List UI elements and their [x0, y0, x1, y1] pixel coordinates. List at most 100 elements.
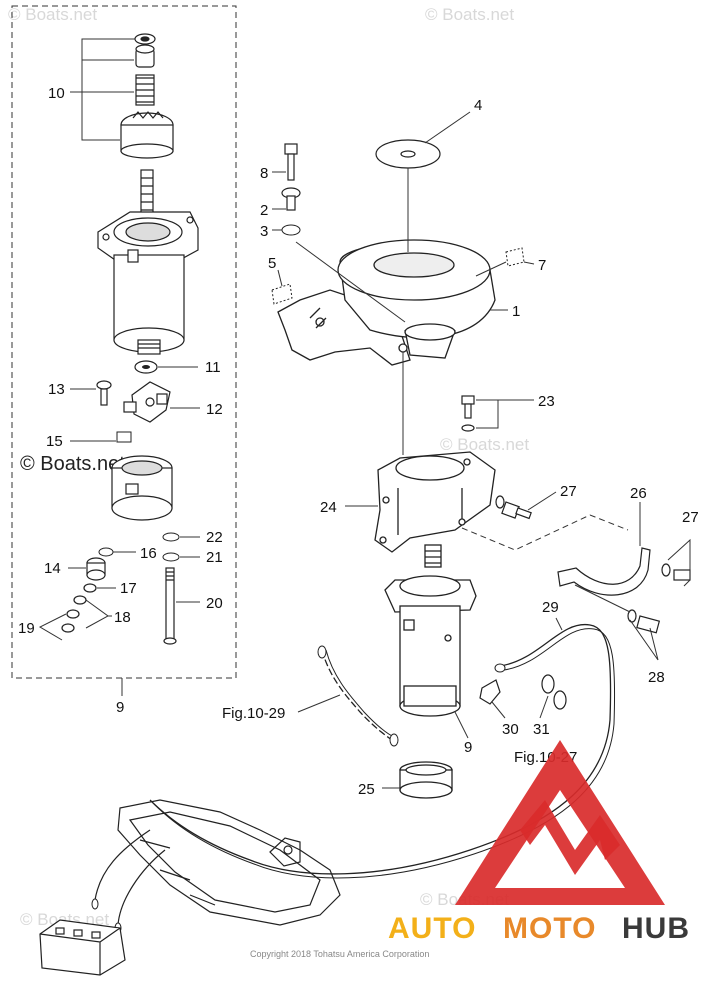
- leader-27-lower: [667, 538, 691, 587]
- leader-7: [475, 261, 507, 277]
- callout-11: 11: [205, 359, 221, 376]
- callout-20: 20: [206, 595, 223, 612]
- callout-4: 4: [474, 97, 482, 114]
- watermark-text: © Boats.net: [425, 5, 514, 24]
- axis-band-bolt: [574, 584, 631, 613]
- ground-wire: [321, 649, 393, 741]
- leader-27-upper: [527, 491, 557, 511]
- logo-text-auto: AUTO: [388, 912, 476, 945]
- callout-15: 15: [46, 433, 63, 450]
- battery: [39, 919, 126, 976]
- axis-3: [295, 241, 406, 323]
- callout-24: 24: [320, 499, 337, 516]
- callout-30: 30: [502, 721, 519, 738]
- leader-29: [555, 617, 563, 631]
- logo-text-hub: HUB: [622, 912, 690, 945]
- callout-31: 31: [533, 721, 550, 738]
- callout-3: 3: [260, 223, 268, 240]
- watermark-text: © Boats.net: [440, 435, 529, 454]
- battery-lead-1: [94, 829, 151, 901]
- washer-11-hole: [142, 365, 150, 369]
- leader-fig-10-29: [297, 694, 341, 713]
- callout-13: 13: [48, 381, 65, 398]
- bolt-27-upper: [495, 495, 532, 520]
- engine-frame: [117, 799, 341, 926]
- callout-10: 10: [48, 85, 65, 102]
- battery-lead-2: [117, 849, 166, 926]
- bolt-28: [627, 609, 661, 634]
- terminals-31: [541, 674, 567, 710]
- leader-30: [491, 701, 506, 719]
- callout-16: 16: [140, 545, 157, 562]
- callout-27-lower: 27: [682, 509, 699, 526]
- callout-17: 17: [120, 580, 137, 597]
- ring-terminal: [494, 663, 506, 673]
- automotohub-logo: AUTO MOTO HUB: [388, 740, 690, 945]
- collar-3: [281, 224, 301, 236]
- callout-25: 25: [358, 781, 375, 798]
- nuts-17-18-19: [61, 583, 97, 633]
- leader-7b: [523, 261, 535, 265]
- leader-19: [38, 613, 67, 641]
- callout-8: 8: [260, 165, 268, 182]
- bolt-23: [461, 395, 475, 432]
- callout-26: 26: [630, 485, 647, 502]
- logo-triangle-icon: [455, 740, 665, 905]
- ring-terminal: [91, 898, 99, 910]
- through-bolt-20: [163, 567, 177, 645]
- flywheel-cover-1: [277, 239, 496, 366]
- starter-band-26: [557, 547, 651, 596]
- brush-holder-12: [123, 381, 171, 423]
- logo-text-moto: MOTO: [503, 912, 596, 945]
- washer-16: [98, 547, 114, 557]
- grommet-14: [86, 557, 106, 581]
- bolt-8: [284, 143, 298, 181]
- callout-23: 23: [538, 393, 555, 410]
- callout-19: 19: [18, 620, 35, 637]
- terminal-cap-30: [479, 679, 501, 705]
- pinion-assembly: [120, 33, 174, 159]
- leader-28: [629, 619, 659, 661]
- ring-terminal: [389, 733, 399, 747]
- leader-5: [277, 269, 283, 287]
- copyright-text: Copyright 2018 Tohatsu America Corporati…: [250, 949, 429, 959]
- callout-9-kit: 9: [116, 699, 124, 716]
- axis-bracket-band: [461, 514, 629, 551]
- washer-22: [162, 532, 180, 542]
- leader-9-motor: [454, 711, 469, 739]
- callout-22: 22: [206, 529, 223, 546]
- bolt-27-lower: [661, 563, 691, 581]
- figure-ref-left: Fig.10-29: [222, 705, 285, 722]
- grommet-2: [281, 187, 301, 211]
- label-7: [505, 247, 525, 267]
- starter-end-cap: [111, 455, 173, 521]
- label-5: [271, 283, 293, 305]
- decal-disc-4: [375, 139, 441, 169]
- ground-wire-second: [325, 649, 397, 739]
- callout-1: 1: [512, 303, 520, 320]
- logo-inner-chevron-icon: [520, 800, 620, 875]
- callout-9-motor: 9: [464, 739, 472, 756]
- starter-bracket-24: [374, 451, 496, 553]
- callout-21: 21: [206, 549, 223, 566]
- rubber-ring-25: [399, 761, 453, 799]
- washer-21: [162, 552, 180, 562]
- callout-12: 12: [206, 401, 223, 418]
- callout-5: 5: [268, 255, 276, 272]
- starter-kit-dashed-frame: [11, 5, 237, 679]
- callout-27-upper: 27: [560, 483, 577, 500]
- leader-23: [476, 399, 534, 429]
- callout-2: 2: [260, 202, 268, 219]
- callout-7: 7: [538, 257, 546, 274]
- callout-28: 28: [648, 669, 665, 686]
- leader-18: [85, 599, 109, 629]
- callout-14: 14: [44, 560, 61, 577]
- starter-armature: [97, 169, 199, 355]
- watermark-text: © Boats.net: [20, 453, 125, 475]
- callout-29: 29: [542, 599, 559, 616]
- starter-motor-9: [384, 544, 477, 717]
- watermark-text: © Boats.net: [8, 5, 97, 24]
- screw-13: [96, 380, 112, 406]
- leader-4: [424, 111, 471, 144]
